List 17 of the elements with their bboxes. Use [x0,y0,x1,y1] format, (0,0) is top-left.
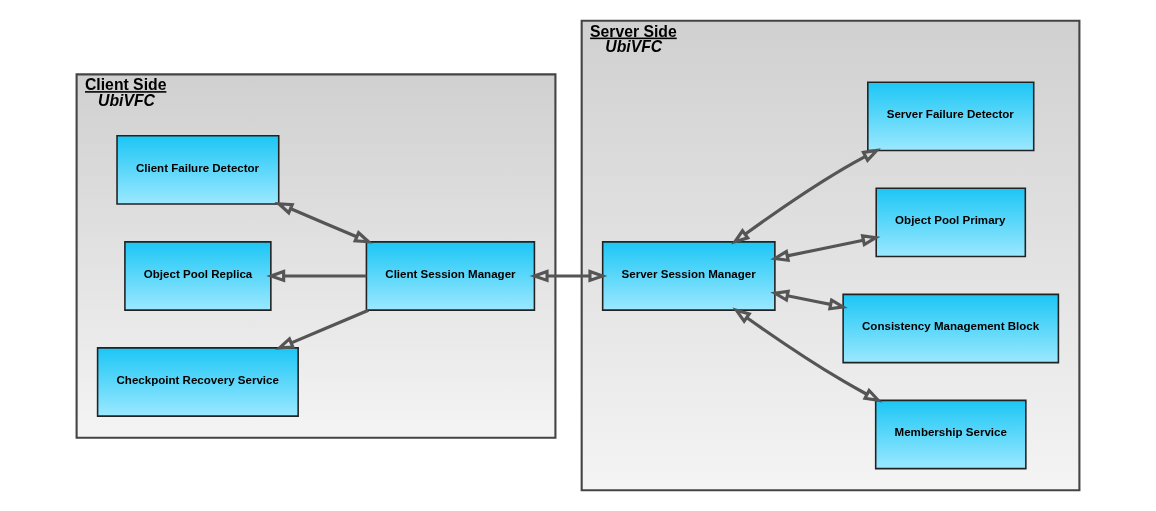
node-box: Checkpoint Recovery Service [96,347,299,417]
arrow [770,289,848,311]
arrow [732,307,883,403]
arrow [274,201,373,244]
node-box: Object Pool Primary [875,187,1027,258]
arrow [529,269,608,283]
node-box: Membership Service [874,399,1027,470]
arrow [266,269,367,283]
node-box: Consistency Management Block [842,293,1060,364]
node-box: Client Session Manager [365,241,536,311]
node-box: Client Failure Detector [116,135,280,205]
arrow [731,148,881,245]
node-box: Object Pool Replica [124,241,272,311]
arrow [275,308,370,350]
arrow [770,234,881,263]
node-box: Server Session Manager [601,241,776,311]
node-box: Server Failure Detector [867,81,1035,152]
